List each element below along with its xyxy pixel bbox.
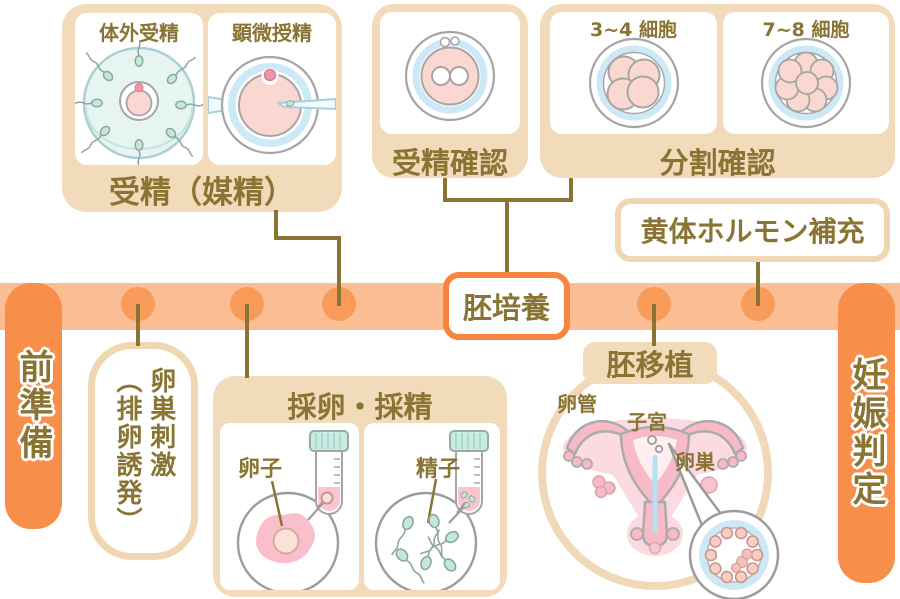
transfer-catheter <box>652 455 658 533</box>
icsi-panel: 顕微授精 <box>208 13 336 165</box>
connector-transfer <box>652 304 656 346</box>
ivf-panel: 体外受精 <box>75 13 203 165</box>
collection-title: 採卵・採精 <box>287 390 433 424</box>
cells-3-4-illustration <box>588 37 680 129</box>
cells-7-8-label: 7~8 細胞 <box>762 19 850 41</box>
zygote-illustration <box>404 30 496 122</box>
embryo-transfer-title: 胚移植 <box>606 348 694 382</box>
fertilization-check-title: 受精確認 <box>391 146 508 180</box>
ivf-dish-illustration <box>75 41 203 165</box>
embryo-culture-label: 胚培養 <box>462 291 550 325</box>
uterus-illustration <box>538 356 780 599</box>
blastocyst-magnifier <box>688 509 780 599</box>
sperm-ring <box>75 41 203 165</box>
embryo-transfer-title-box: 胚移植 <box>583 342 717 384</box>
pregnancy-test-label: 妊娠判定 <box>846 357 886 509</box>
connector-fertilization-h <box>274 236 341 240</box>
collection-box: 採卵・採精 卵子 精子 <box>213 376 507 597</box>
connector-fertilization-v2 <box>337 236 341 306</box>
embryo-culture-box: 胚培養 <box>443 272 570 340</box>
cleavage-check-title: 分割確認 <box>659 146 776 180</box>
hormone-support-box: 黄体ホルモン補充 <box>615 198 890 262</box>
embryo-transfer-section: 胚移植 卵管 子宮 卵巣 <box>533 342 795 599</box>
ovarian-stimulation-title: 卵巣刺激 <box>145 367 176 479</box>
zygote-panel <box>380 12 520 134</box>
icsi-illustration <box>208 55 336 155</box>
sperm-panel: 精子 <box>364 423 500 590</box>
icsi-label: 顕微授精 <box>232 21 312 45</box>
connector-check-right <box>569 178 573 202</box>
cells-3-4-panel: 3~4 細胞 <box>550 12 717 134</box>
ivf-label: 体外受精 <box>99 21 179 45</box>
ovarian-stimulation-subtitle: （排卵誘発） <box>112 367 142 535</box>
connector-culture-v <box>505 200 509 274</box>
egg-label: 卵子 <box>238 457 283 482</box>
egg-panel: 卵子 <box>220 423 359 590</box>
uterus-label: 子宮 <box>627 410 667 434</box>
fertilization-box: 体外受精 顕微授精 <box>62 4 342 212</box>
fertilization-check-box: 受精確認 <box>372 4 528 180</box>
sperm-label: 精子 <box>416 457 461 482</box>
cells-3-4-label: 3~4 細胞 <box>590 19 677 41</box>
stage-pregnancy-test: 妊娠判定 <box>838 283 895 583</box>
prep-label: 前準備 <box>13 349 53 463</box>
connector-hormone <box>756 258 760 306</box>
cells-7-8-illustration <box>760 37 852 129</box>
cells-7-8-panel: 7~8 細胞 <box>723 12 889 134</box>
sperm-collection-illustration <box>374 430 489 590</box>
fallopian-tube-label: 卵管 <box>557 392 597 416</box>
connector-fertilization-v1 <box>274 210 278 240</box>
ovary-label: 卵巣 <box>675 450 715 474</box>
cleavage-check-box: 3~4 細胞 7~8 細胞 <box>540 4 895 180</box>
ovarian-stimulation-text: 卵巣刺激 （排卵誘発） <box>109 367 177 535</box>
ovarian-stimulation-box: 卵巣刺激 （排卵誘発） <box>88 342 198 560</box>
hormone-support-label: 黄体ホルモン補充 <box>640 215 865 248</box>
connector-check-left <box>443 178 447 202</box>
egg-collection-illustration <box>236 430 349 590</box>
fertilization-title: 受精（媒精） <box>109 175 295 211</box>
connector-collection <box>245 304 249 378</box>
connector-stimulation <box>136 304 140 346</box>
stage-prep: 前準備 <box>5 283 62 529</box>
